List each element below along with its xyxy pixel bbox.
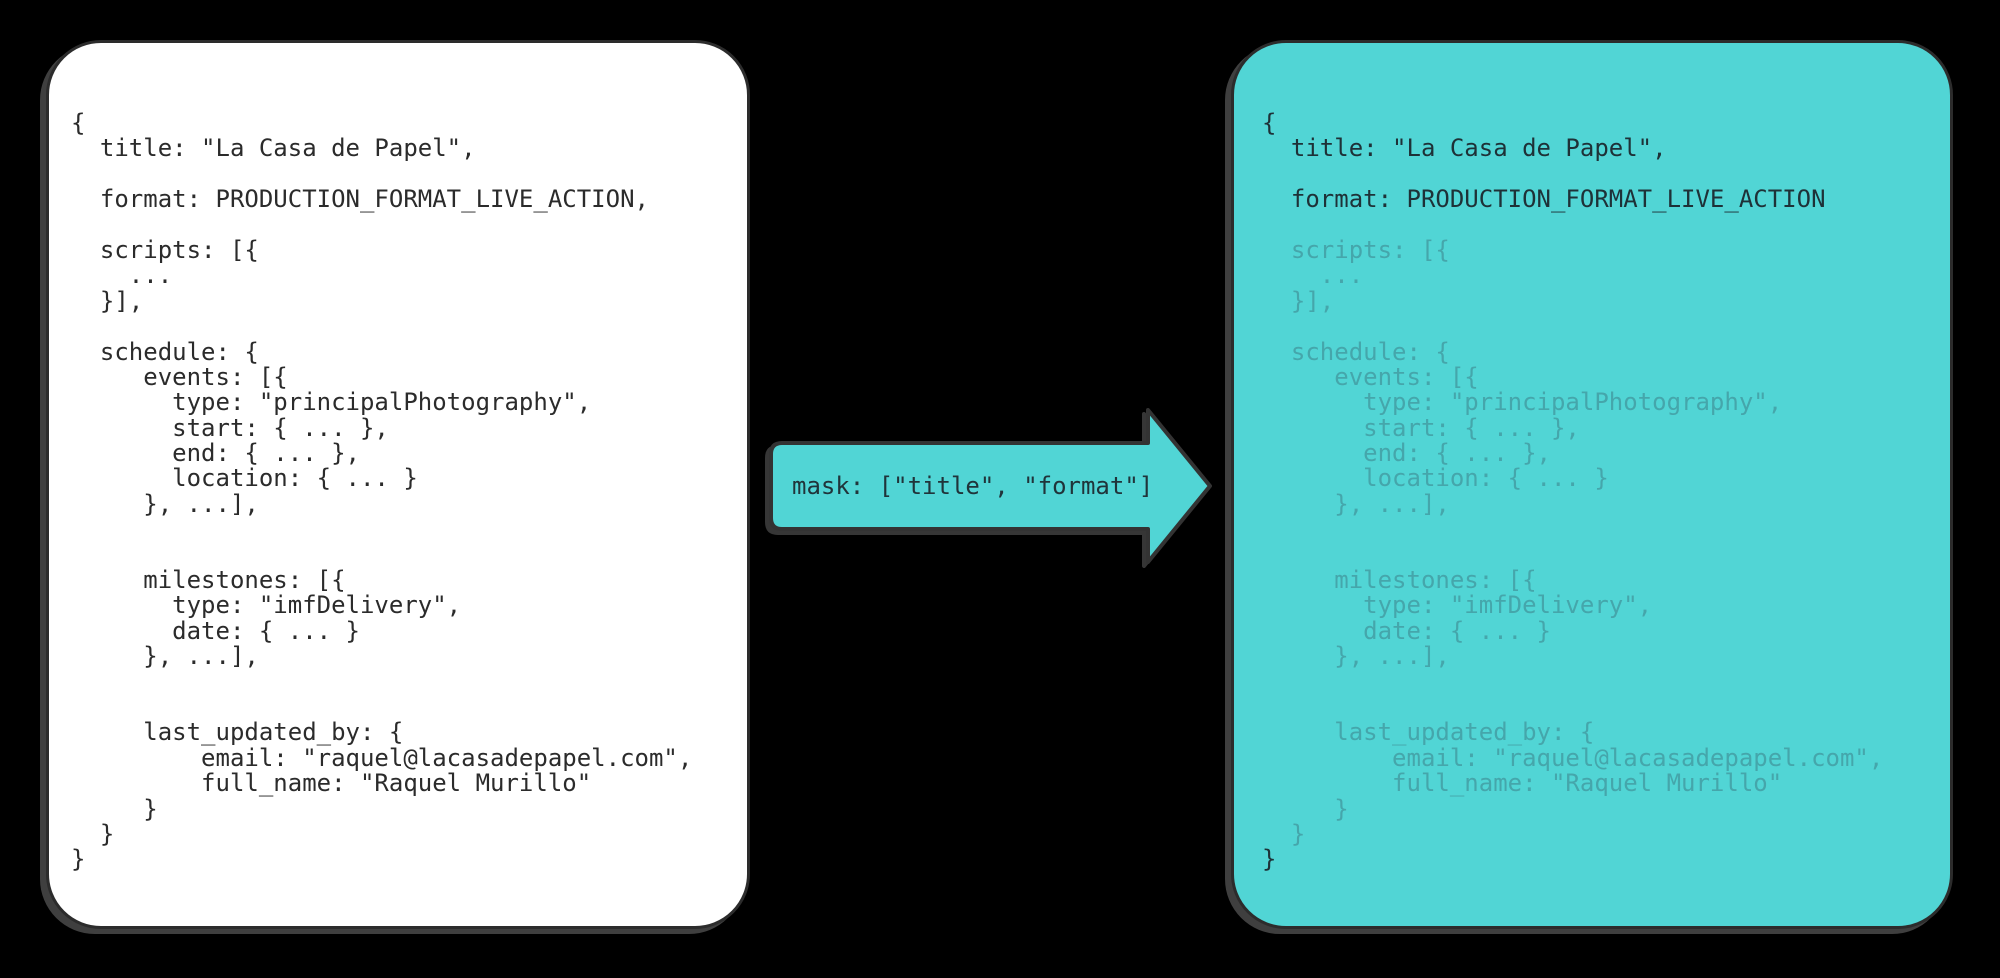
code-line: } bbox=[1262, 845, 1277, 874]
mask-arrow: mask: ["title", "format"] bbox=[766, 404, 1216, 568]
code-line: format: PRODUCTION_FORMAT_LIVE_ACTION, bbox=[71, 185, 649, 214]
mask-arrow-label: mask: ["title", "format"] bbox=[792, 472, 1154, 500]
code-line: location: { ... } bbox=[71, 464, 418, 493]
code-line: type: "imfDelivery", bbox=[71, 591, 462, 620]
code-line bbox=[71, 517, 737, 542]
code-line: } bbox=[71, 794, 158, 823]
code-line bbox=[71, 162, 737, 187]
code-line bbox=[1262, 517, 1940, 542]
code-line: ... bbox=[1262, 261, 1364, 290]
code-line bbox=[1262, 543, 1940, 568]
code-line: } bbox=[1262, 794, 1349, 823]
code-line: date: { ... } bbox=[1262, 616, 1551, 645]
code-line bbox=[1262, 162, 1940, 187]
code-line: } bbox=[71, 819, 115, 848]
original-json-code: { title: "La Casa de Papel", format: PRO… bbox=[49, 43, 747, 873]
code-line: title: "La Casa de Papel", bbox=[71, 134, 476, 163]
code-line bbox=[1262, 695, 1940, 720]
code-line: start: { ... }, bbox=[1262, 413, 1580, 442]
code-line: full_name: "Raquel Murillo" bbox=[71, 769, 592, 798]
code-line: full_name: "Raquel Murillo" bbox=[1262, 769, 1783, 798]
code-line bbox=[71, 543, 737, 568]
code-line: start: { ... }, bbox=[71, 413, 389, 442]
code-line: email: "raquel@lacasadepapel.com", bbox=[71, 743, 693, 772]
code-line: }, ...], bbox=[1262, 489, 1450, 518]
code-line: end: { ... }, bbox=[71, 439, 360, 468]
code-line: last_updated_by: { bbox=[1262, 718, 1595, 747]
code-line: last_updated_by: { bbox=[71, 718, 404, 747]
code-line: email: "raquel@lacasadepapel.com", bbox=[1262, 743, 1884, 772]
masked-json-code: { title: "La Casa de Papel", format: PRO… bbox=[1234, 43, 1950, 873]
code-line: location: { ... } bbox=[1262, 464, 1609, 493]
code-line bbox=[71, 695, 737, 720]
code-line bbox=[1262, 670, 1940, 695]
code-line: { bbox=[1262, 109, 1277, 137]
code-line: type: "principalPhotography", bbox=[71, 388, 592, 417]
code-line: }, ...], bbox=[71, 489, 259, 518]
code-line: events: [{ bbox=[1262, 362, 1479, 391]
code-line bbox=[71, 213, 737, 238]
code-line: events: [{ bbox=[71, 362, 288, 391]
code-line: end: { ... }, bbox=[1262, 439, 1551, 468]
code-line: }, ...], bbox=[71, 642, 259, 671]
code-line: format: PRODUCTION_FORMAT_LIVE_ACTION bbox=[1262, 185, 1826, 214]
code-line: schedule: { bbox=[71, 337, 259, 366]
right-arrow-icon bbox=[769, 408, 1212, 564]
code-line: schedule: { bbox=[1262, 337, 1450, 366]
original-json-card: { title: "La Casa de Papel", format: PRO… bbox=[46, 40, 750, 929]
code-line: { bbox=[71, 109, 86, 137]
code-line: } bbox=[71, 845, 86, 874]
code-line bbox=[1262, 314, 1940, 339]
code-line bbox=[71, 314, 737, 339]
masked-json-card: { title: "La Casa de Papel", format: PRO… bbox=[1231, 40, 1953, 929]
code-line: type: "imfDelivery", bbox=[1262, 591, 1653, 620]
code-line: }, ...], bbox=[1262, 642, 1450, 671]
code-line bbox=[71, 670, 737, 695]
code-line: milestones: [{ bbox=[71, 566, 346, 595]
code-line: }], bbox=[1262, 286, 1335, 315]
code-line: date: { ... } bbox=[71, 616, 360, 645]
code-line: } bbox=[1262, 819, 1306, 848]
code-line: scripts: [{ bbox=[71, 235, 259, 264]
code-line: type: "principalPhotography", bbox=[1262, 388, 1783, 417]
code-line: ... bbox=[71, 261, 173, 290]
code-line: milestones: [{ bbox=[1262, 566, 1537, 595]
code-line: scripts: [{ bbox=[1262, 235, 1450, 264]
code-line bbox=[1262, 213, 1940, 238]
code-line: }], bbox=[71, 286, 144, 315]
code-line: title: "La Casa de Papel", bbox=[1262, 134, 1667, 163]
